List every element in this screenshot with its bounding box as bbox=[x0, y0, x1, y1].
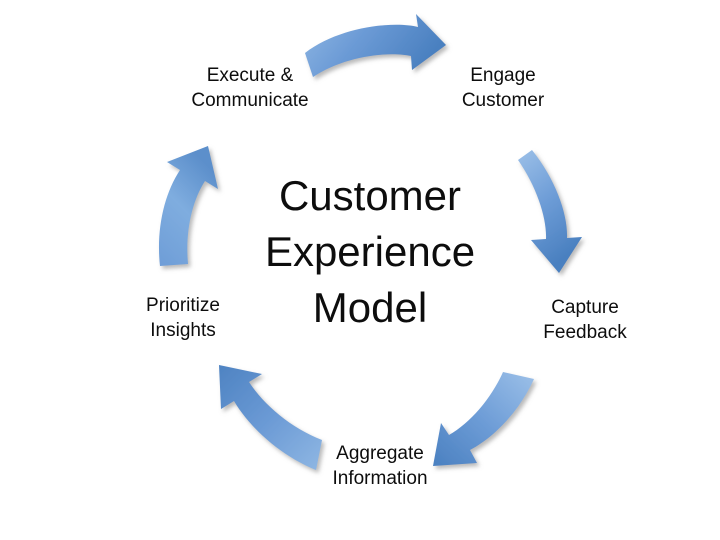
arrow-right bbox=[518, 150, 582, 273]
node-label-prioritize-insights: Prioritize Insights bbox=[108, 294, 258, 343]
node-label-capture-feedback-line-2: Feedback bbox=[543, 321, 627, 343]
diagram-title: Customer Experience Model bbox=[225, 168, 515, 336]
diagram-title-line-2: Experience bbox=[264, 227, 476, 275]
node-label-aggregate-information-line-2: Information bbox=[332, 467, 428, 489]
node-label-engage-customer: Engage Customer bbox=[432, 64, 574, 113]
arrow-bottom-right bbox=[433, 372, 534, 466]
arrow-left bbox=[158, 146, 218, 266]
node-label-aggregate-information: Aggregate Information bbox=[295, 442, 465, 491]
node-label-execute-communicate: Execute & Communicate bbox=[160, 64, 340, 113]
diagram-title-line-3: Model bbox=[312, 283, 428, 331]
node-label-aggregate-information-line-1: Aggregate bbox=[336, 443, 424, 464]
arrow-bottom-left bbox=[219, 365, 322, 470]
node-label-prioritize-insights-line-1: Prioritize bbox=[146, 295, 220, 316]
node-label-engage-customer-line-1: Engage bbox=[470, 65, 536, 86]
diagram-title-line-1: Customer bbox=[278, 172, 462, 219]
node-label-capture-feedback-line-1: Capture bbox=[551, 297, 619, 318]
node-label-engage-customer-line-2: Customer bbox=[461, 89, 545, 111]
node-label-prioritize-insights-line-2: Insights bbox=[150, 319, 216, 341]
node-label-execute-communicate-line-2: Communicate bbox=[191, 89, 309, 111]
node-label-execute-communicate-line-1: Execute & bbox=[206, 65, 294, 86]
node-label-capture-feedback: Capture Feedback bbox=[510, 296, 660, 345]
arrow-top bbox=[305, 14, 446, 77]
